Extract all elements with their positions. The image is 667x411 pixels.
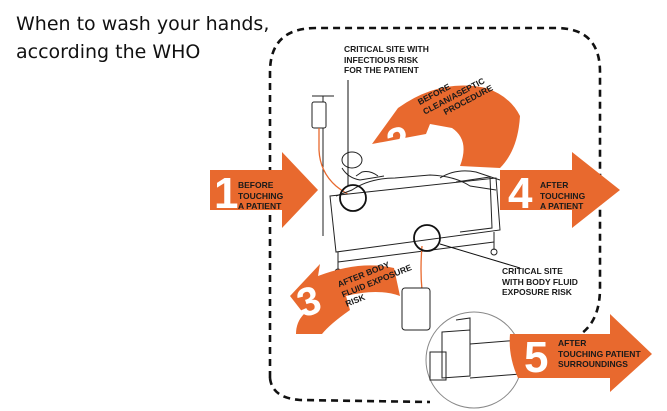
- moment-5-arrow: [509, 314, 652, 392]
- moment-5-label: AFTER TOUCHING PATIENT SURROUNDINGS: [558, 338, 641, 370]
- callout-body-fluid-line-3: EXPOSURE RISK: [502, 287, 572, 297]
- page-title: When to wash your hands, according the W…: [16, 10, 269, 66]
- moment-4-number: 4: [508, 169, 533, 218]
- callout-infectious-line-1: CRITICAL SITE WITH: [344, 44, 429, 54]
- moment-5-label-line-1: AFTER: [558, 338, 587, 348]
- moment-4-arrow: [500, 152, 620, 228]
- callout-body-fluid-line-1: CRITICAL SITE: [502, 266, 563, 276]
- moment-1-label-line-3: A PATIENT: [238, 201, 282, 211]
- callout-line-body-fluid: [439, 243, 521, 269]
- callout-body-fluid-risk: CRITICAL SITE WITH BODY FLUID EXPOSURE R…: [502, 266, 578, 298]
- moment-4-label: AFTER TOUCHING A PATIENT: [540, 180, 585, 212]
- callout-infectious-line-2: INFECTIOUS RISK: [344, 54, 419, 65]
- moment-1-label-line-2: TOUCHING: [238, 190, 284, 201]
- moment-4-label-line-1: AFTER: [540, 180, 569, 190]
- moment-5-label-line-3: SURROUNDINGS: [558, 359, 628, 369]
- moment-2-arrow: [372, 85, 520, 168]
- moment-1-arrow: [210, 152, 318, 228]
- patient-surroundings-scene: [425, 311, 523, 409]
- critical-site-circle-1: [339, 184, 367, 212]
- patient-zone-boundary-bottom: [268, 377, 431, 404]
- critical-site-circle-2: [413, 224, 441, 252]
- moment-5-number: 5: [524, 333, 549, 382]
- moment-1-label: BEFORE TOUCHING A PATIENT: [238, 180, 283, 212]
- title-line-2: according the WHO: [16, 41, 201, 63]
- callout-infectious-risk: CRITICAL SITE WITH INFECTIOUS RISK FOR T…: [344, 44, 429, 76]
- moment-5-label-line-2: TOUCHING PATIENT: [558, 348, 641, 359]
- moment-4-label-line-2: TOUCHING: [540, 190, 586, 201]
- patient-zone-boundary: [268, 26, 602, 378]
- hospital-bed: [329, 151, 501, 276]
- moment-1-number: 1: [214, 169, 239, 218]
- callout-body-fluid-line-2: WITH BODY FLUID: [502, 276, 578, 287]
- moment-1-label-line-1: BEFORE: [238, 180, 274, 190]
- moment-4-label-line-3: A PATIENT: [540, 201, 584, 211]
- moment-3-arrow: [290, 264, 400, 334]
- title-line-1: When to wash your hands,: [16, 13, 270, 35]
- callout-infectious-line-3: FOR THE PATIENT: [344, 65, 419, 75]
